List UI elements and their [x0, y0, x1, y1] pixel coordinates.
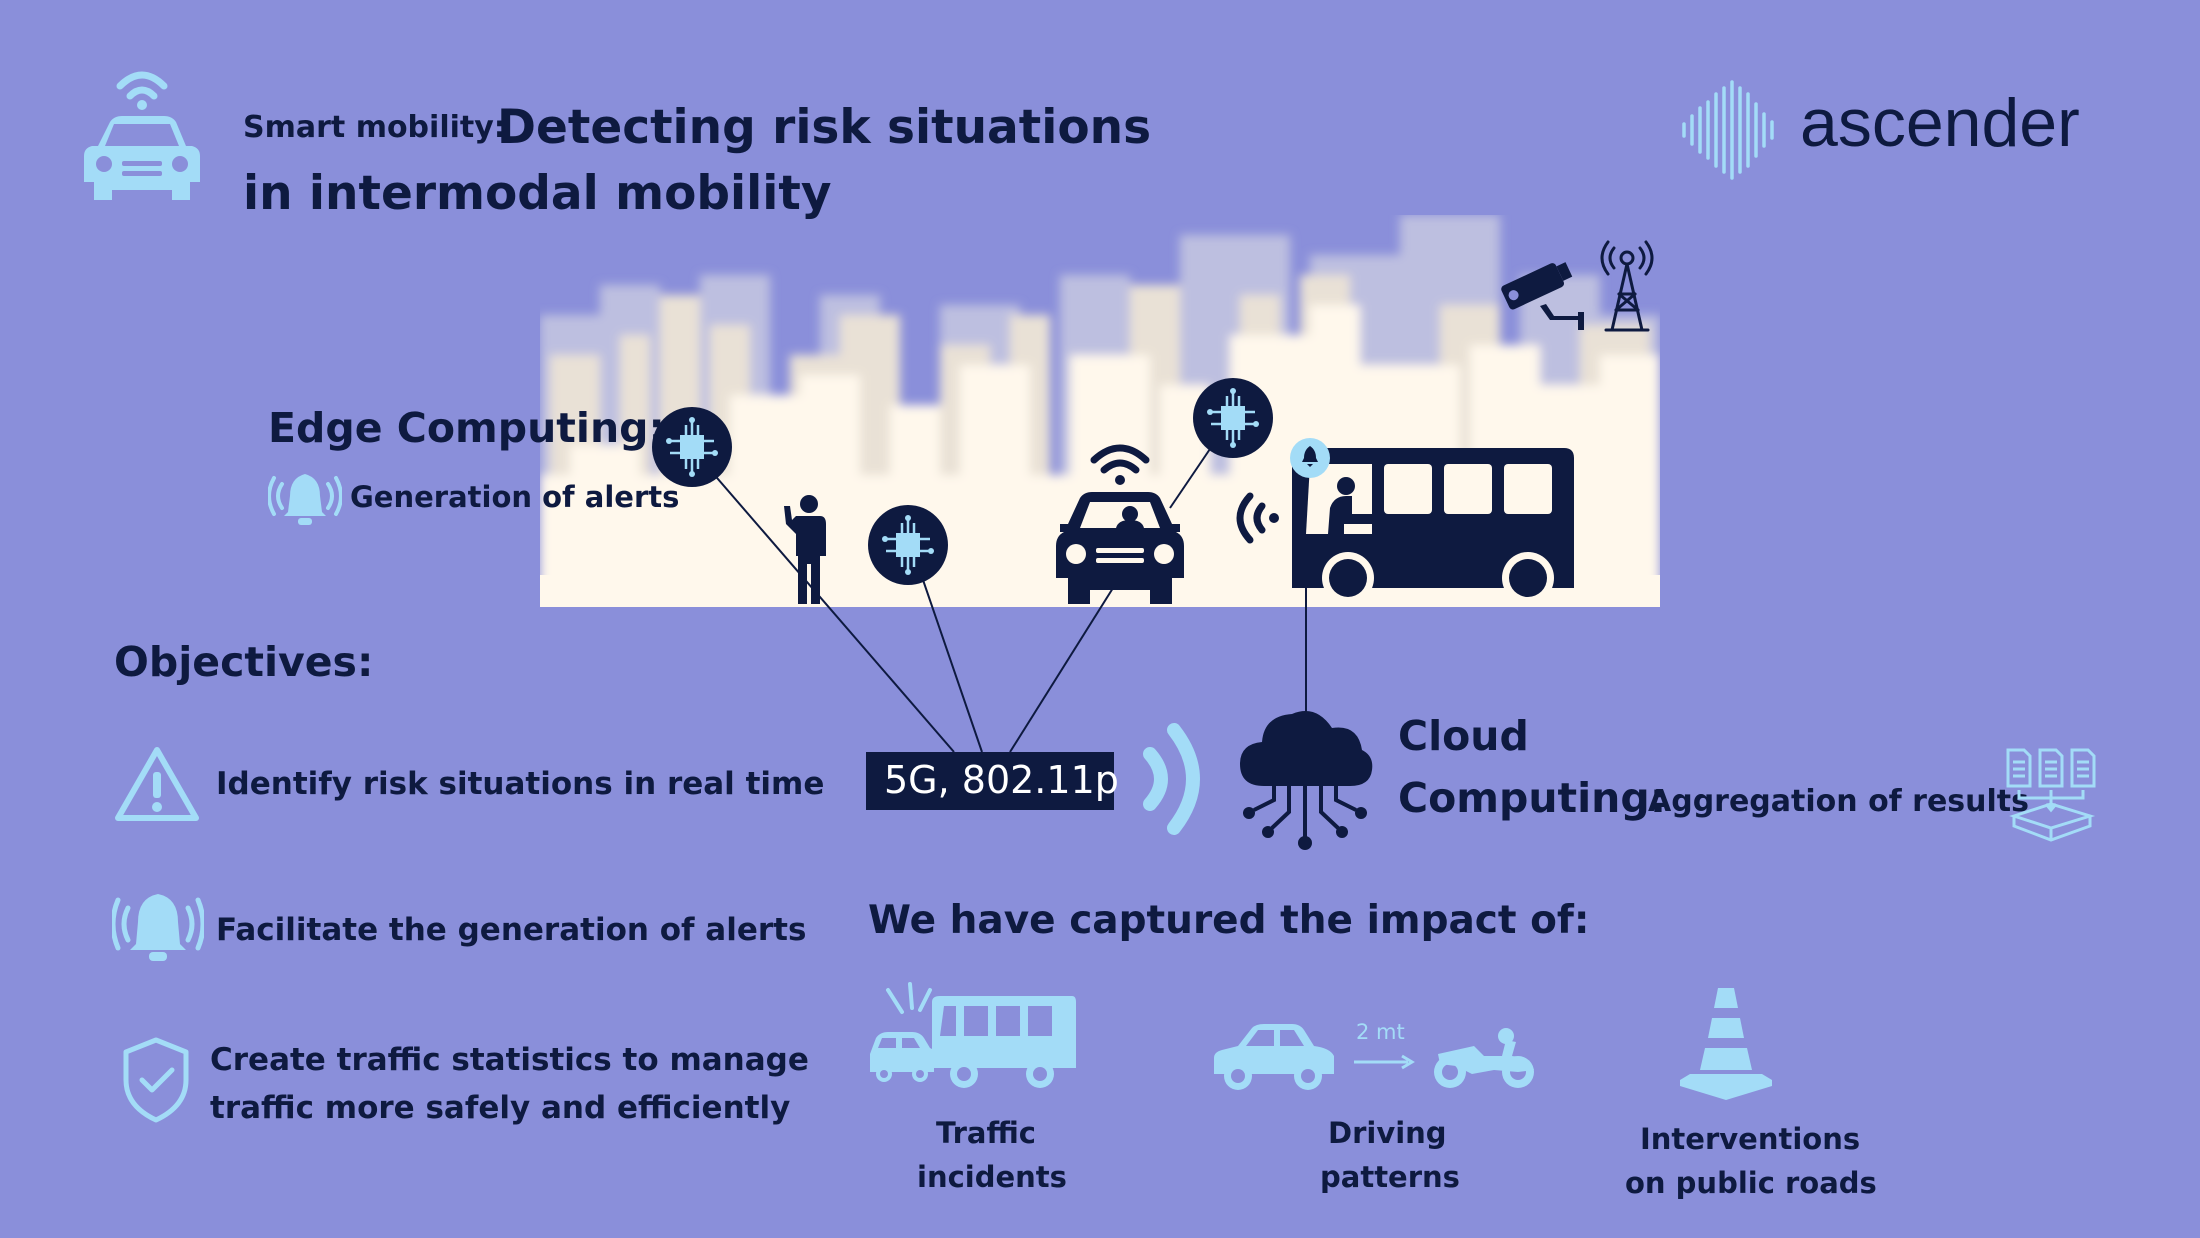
edge-node-chip-icon — [1193, 378, 1273, 458]
impact-title: We have captured the impact of: — [868, 898, 1590, 943]
network-label: 5G, 802.11p — [884, 758, 1119, 802]
objective-item-3-line2: traffic more safely and efficiently — [210, 1090, 791, 1126]
brand-name: ascender — [1800, 85, 2080, 161]
connected-car-icon — [1046, 432, 1194, 608]
cloud-network-icon — [1234, 700, 1376, 852]
page-title-line1: Detecting risk situations — [497, 100, 1152, 155]
distance-label: 2 mt — [1356, 1020, 1405, 1044]
cctv-camera-icon — [1498, 256, 1588, 336]
objectives-title: Objectives: — [114, 638, 374, 686]
ascender-logo-mark — [1678, 80, 1784, 180]
header-car-wifi-icon — [80, 64, 205, 204]
bell-icon — [110, 890, 206, 966]
header-prefix: Smart mobility: — [243, 110, 506, 145]
impact-item-2-line1: Driving — [1328, 1116, 1447, 1150]
objective-item-3-line1: Create traffic statistics to manage — [210, 1042, 809, 1078]
impact-item-2-line2: patterns — [1320, 1160, 1460, 1194]
traffic-cone-icon — [1676, 984, 1776, 1102]
driving-pattern-icon — [1212, 1016, 1542, 1094]
cloud-computing-subtitle: Aggregation of results — [1648, 784, 2030, 819]
cell-tower-icon — [1592, 238, 1662, 334]
cloud-computing-title-line1: Cloud — [1398, 712, 1529, 760]
impact-item-3-line1: Interventions — [1640, 1122, 1861, 1156]
pedestrian-phone-icon — [776, 494, 832, 606]
network-label-box: 5G, 802.11p — [866, 752, 1119, 810]
shield-check-icon — [120, 1036, 192, 1124]
bell-alert-icon — [267, 472, 343, 528]
edge-node-chip-icon — [652, 407, 732, 487]
objective-item-2: Facilitate the generation of alerts — [216, 912, 807, 948]
document-aggregation-icon — [2004, 746, 2100, 844]
cloud-computing-title-line2: Computing: — [1398, 774, 1667, 822]
edge-node-chip-icon — [868, 505, 948, 585]
impact-item-1-line1: Traffic — [936, 1116, 1036, 1150]
impact-item-3-line2: on public roads — [1625, 1166, 1877, 1200]
bus-icon — [1288, 438, 1578, 608]
wireless-signal-icon — [1138, 718, 1208, 840]
objective-item-1: Identify risk situations in real time — [216, 766, 825, 802]
v2x-signal-icon — [1228, 490, 1280, 546]
traffic-incident-icon — [868, 982, 1078, 1092]
edge-computing-title: Edge Computing: — [268, 404, 665, 452]
edge-computing-subtitle: Generation of alerts — [350, 480, 680, 514]
warning-icon — [114, 744, 200, 824]
impact-item-1-line2: incidents — [917, 1160, 1067, 1194]
page-title-line2: in intermodal mobility — [243, 166, 832, 221]
